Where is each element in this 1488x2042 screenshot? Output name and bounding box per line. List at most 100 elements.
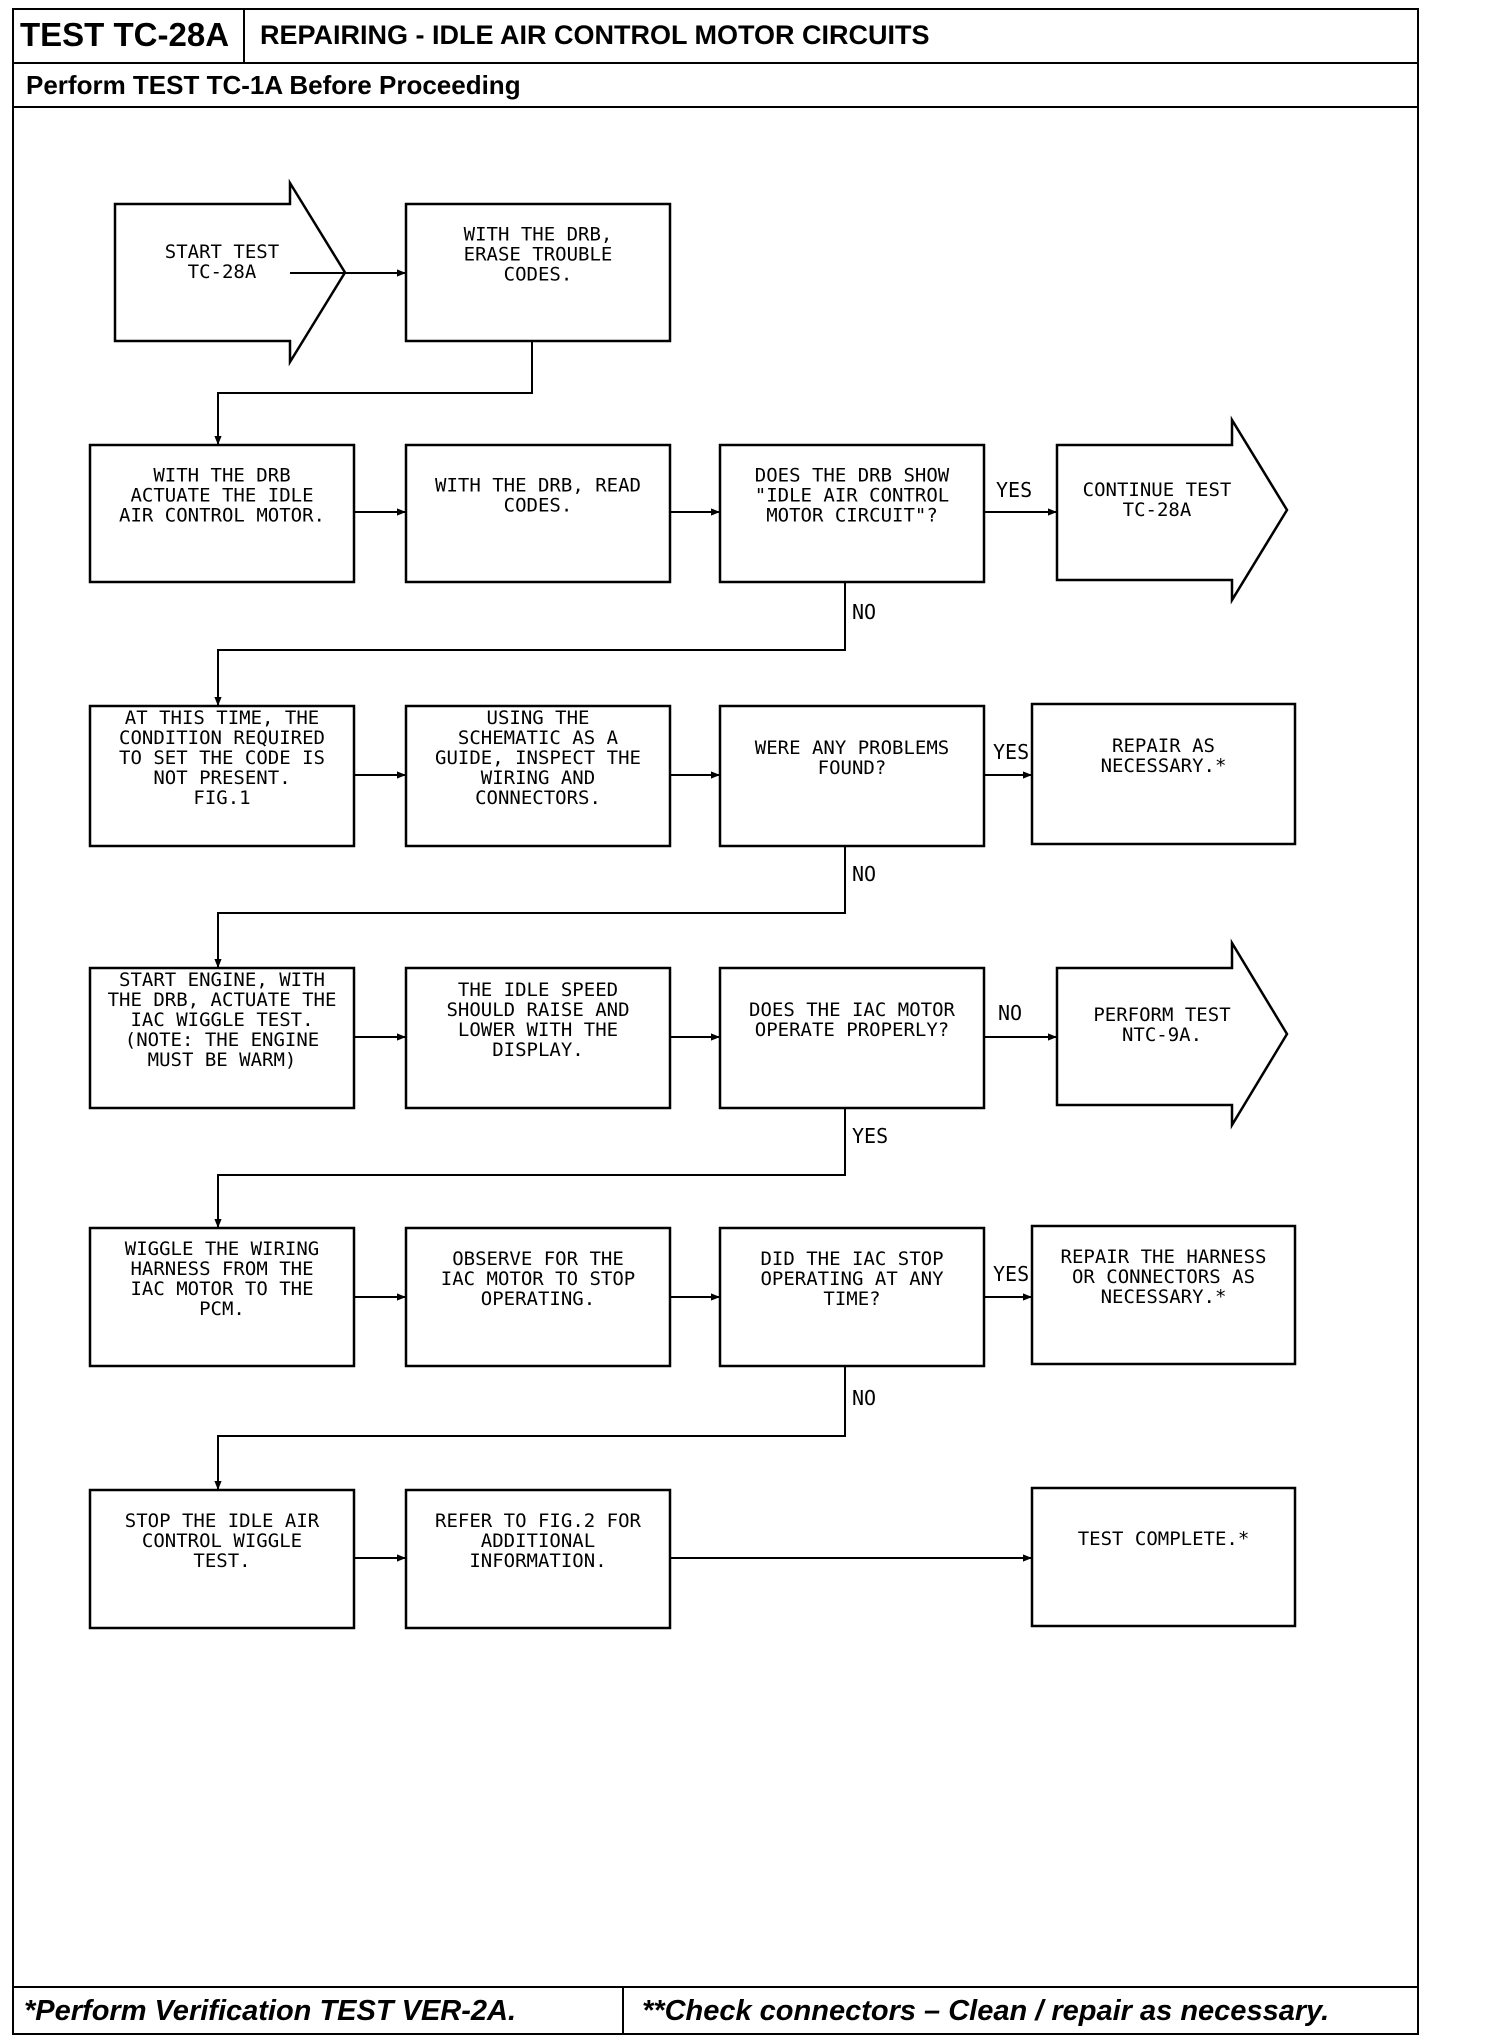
edge-label-show-no: NO — [852, 600, 876, 624]
decision-iac-operate-border — [718, 966, 986, 1110]
wiggle-harness-box-line: HARNESS FROM THE — [130, 1258, 313, 1280]
erase-codes-box-line: ERASE TROUBLE — [464, 244, 613, 266]
edge-label-problems-yes: YES — [993, 740, 1029, 764]
start-engine-box-line: (NOTE: THE ENGINE — [125, 1029, 319, 1051]
read-codes-box-line: CODES. — [504, 495, 573, 517]
connector-note: **Check connectors – Clean / repair as n… — [642, 1995, 1330, 2027]
wiggle-harness-box-border — [88, 1226, 356, 1368]
idle-speed-box-line: LOWER WITH THE — [458, 1019, 618, 1041]
start-test-arrow-outline — [113, 178, 347, 367]
edge-label-show-yes: YES — [996, 478, 1032, 502]
wiggle-harness-box-line: PCM. — [199, 1298, 245, 1320]
test-complete-box-border — [1030, 1486, 1297, 1628]
inspect-wiring-box-line: CONNECTORS. — [475, 787, 601, 809]
edge-label-stop-yes: YES — [993, 1262, 1029, 1286]
inspect-wiring-box-line: SCHEMATIC AS A — [458, 727, 619, 749]
condition-not-present-box-line: TO SET THE CODE IS — [119, 747, 325, 769]
start-engine-box-line: MUST BE WARM) — [148, 1049, 297, 1071]
actuate-iac-box-border — [88, 443, 356, 584]
stop-wiggle-box-line: CONTROL WIGGLE — [142, 1530, 302, 1552]
decision-drb-show-line: "IDLE AIR CONTROL — [755, 485, 949, 507]
inspect-wiring-box-line: GUIDE, INSPECT THE — [435, 747, 641, 769]
wiggle-harness-box-line: IAC MOTOR TO THE — [130, 1278, 313, 1300]
verification-note: *Perform Verification TEST VER-2A. — [12, 1988, 624, 2035]
prerequisite-note: Perform TEST TC-1A Before Proceeding — [26, 70, 521, 100]
continue-test-arrow-line: TC-28A — [1123, 499, 1192, 521]
decision-iac-stop-line: DID THE IAC STOP — [760, 1248, 943, 1270]
edge-label-operate-no: NO — [998, 1001, 1022, 1025]
repair-harness-box-line: OR CONNECTORS AS — [1072, 1266, 1255, 1288]
idle-speed-box-line: DISPLAY. — [492, 1039, 584, 1061]
stop-wiggle-box-line: STOP THE IDLE AIR — [125, 1510, 320, 1532]
stop-wiggle-box-line: TEST. — [193, 1550, 250, 1572]
repair-as-necessary-box-line: NECESSARY.* — [1101, 755, 1227, 777]
start-test-arrow-line: TC-28A — [188, 261, 257, 283]
continue-test-arrow-line: CONTINUE TEST — [1083, 479, 1232, 501]
header-bar: TEST TC-28A REPAIRING - IDLE AIR CONTROL… — [12, 8, 1419, 64]
idle-speed-box-line: SHOULD RAISE AND — [446, 999, 629, 1021]
idle-speed-box-border — [404, 966, 672, 1110]
decision-drb-show: DOES THE DRB SHOW"IDLE AIR CONTROLMOTOR … — [718, 443, 986, 584]
refer-fig2-box-line: INFORMATION. — [469, 1550, 606, 1572]
decision-drb-show-line: DOES THE DRB SHOW — [755, 465, 950, 487]
refer-fig2-box-line: ADDITIONAL — [481, 1530, 595, 1552]
actuate-iac-box-line: ACTUATE THE IDLE — [130, 485, 313, 507]
test-complete-box: TEST COMPLETE.* — [1030, 1486, 1297, 1628]
condition-not-present-box-line: NOT PRESENT. — [153, 767, 290, 789]
observe-iac-box-border — [404, 1226, 672, 1368]
connector-show-no — [214, 582, 846, 706]
actuate-iac-box-line: AIR CONTROL MOTOR. — [119, 505, 325, 527]
decision-iac-stop-line: OPERATING AT ANY — [760, 1268, 944, 1290]
connector-erase-actuate — [214, 341, 533, 445]
read-codes-box-border — [404, 443, 672, 584]
inspect-wiring-box-line: USING THE — [487, 707, 590, 729]
idle-speed-box-line: THE IDLE SPEED — [458, 979, 618, 1001]
perform-ntc-arrow-line: PERFORM TEST — [1093, 1004, 1230, 1026]
erase-codes-box-line: WITH THE DRB, — [464, 224, 613, 246]
repair-harness-box-border — [1030, 1224, 1297, 1366]
start-engine-box-border — [88, 966, 356, 1110]
actuate-iac-box-line: WITH THE DRB — [153, 465, 290, 487]
prerequisite-bar: Perform TEST TC-1A Before Proceeding — [12, 64, 1419, 108]
decision-iac-operate-line: DOES THE IAC MOTOR — [749, 999, 955, 1021]
start-engine-box-line: IAC WIGGLE TEST. — [130, 1009, 313, 1031]
decision-iac-stop-line: TIME? — [823, 1288, 880, 1310]
repair-as-necessary-box-border — [1030, 702, 1297, 846]
decision-drb-show-line: MOTOR CIRCUIT"? — [766, 505, 938, 527]
test-complete-box-line: TEST COMPLETE.* — [1078, 1528, 1250, 1550]
read-codes-box-line: WITH THE DRB, READ — [435, 475, 641, 497]
start-test-arrow-line: START TEST — [165, 241, 279, 263]
perform-ntc-arrow-outline — [1055, 938, 1289, 1130]
observe-iac-box-line: OPERATING. — [481, 1288, 595, 1310]
condition-not-present-box-line: FIG.1 — [193, 787, 250, 809]
wiggle-harness-box-line: WIGGLE THE WIRING — [125, 1238, 319, 1260]
connector-operate-yes — [214, 1108, 846, 1228]
connector-problems-no — [214, 846, 846, 968]
perform-ntc-arrow-line: NTC-9A. — [1122, 1024, 1202, 1046]
footer-bar: *Perform Verification TEST VER-2A. **Che… — [12, 1986, 1419, 2035]
start-engine-box-line: THE DRB, ACTUATE THE — [108, 989, 337, 1011]
condition-not-present-box-line: AT THIS TIME, THE — [125, 707, 319, 729]
connector-stop-no — [214, 1366, 846, 1490]
decision-iac-stop-border — [718, 1226, 986, 1368]
observe-iac-box-line: OBSERVE FOR THE — [452, 1248, 624, 1270]
condition-not-present-box-line: CONDITION REQUIRED — [119, 727, 325, 749]
observe-iac-box-line: IAC MOTOR TO STOP — [441, 1268, 635, 1290]
edge-label-operate-yes: YES — [852, 1124, 888, 1148]
